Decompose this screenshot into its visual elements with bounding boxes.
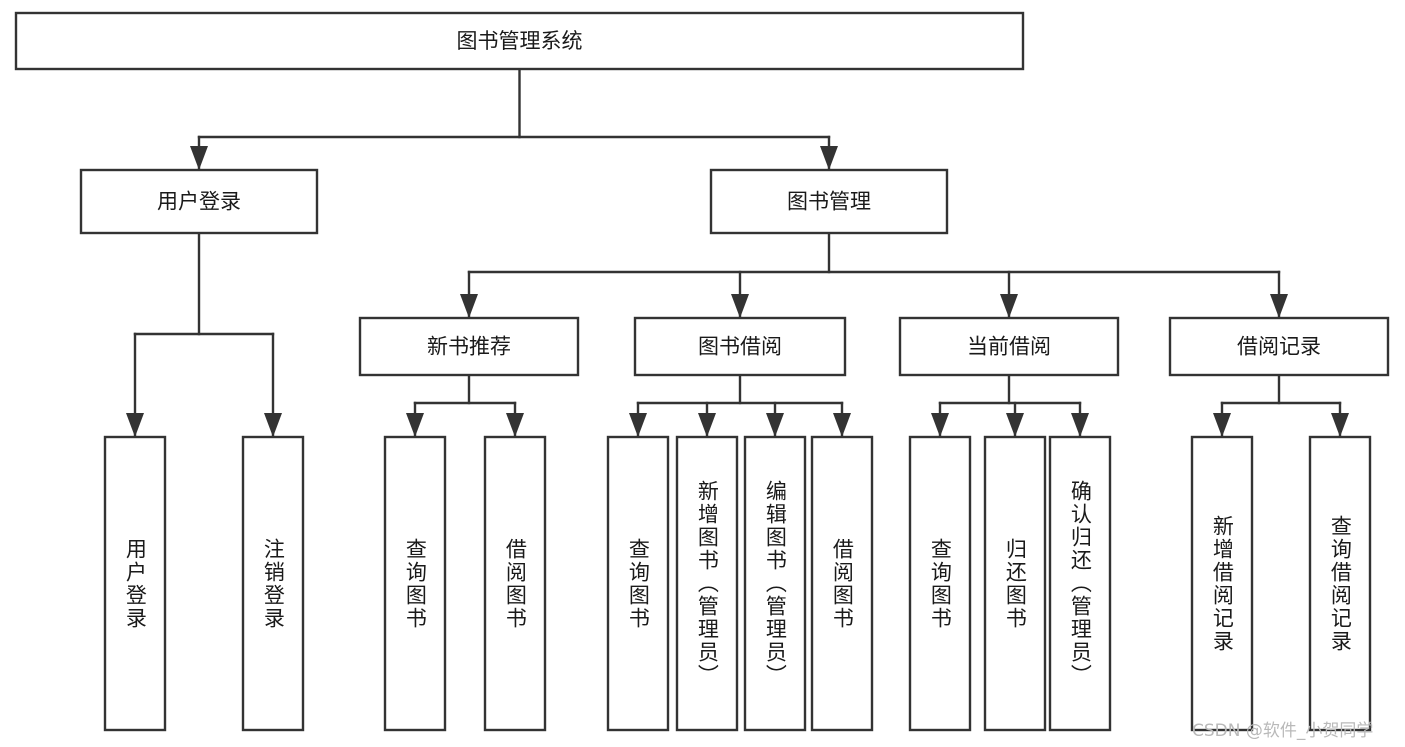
node-box-leaf-query-borrow-record[interactable] [1308, 435, 1372, 732]
node-box-book-borrow[interactable] [633, 316, 847, 377]
node-box-leaf-query-book-current[interactable] [908, 435, 972, 732]
node-box-leaf-user-login[interactable] [103, 435, 167, 732]
conn-current-borrow-arrow-0 [931, 413, 949, 437]
conn-book-mgmt-arrow-3 [1270, 294, 1288, 318]
conn-new-book-recommend-arrow-0 [406, 413, 424, 437]
node-box-leaf-query-book-borrow[interactable] [606, 435, 670, 732]
node-box-book-management[interactable] [709, 168, 949, 235]
node-label-borrow-record: 借阅记录 [1237, 335, 1321, 359]
node-box-leaf-borrow-book-recommend[interactable] [483, 435, 547, 732]
conn-borrow-record-arrow-1 [1331, 413, 1349, 437]
conn-book-borrow-arrow-2 [766, 413, 784, 437]
csdn-watermark: CSDN @软件_小贺同学 [1192, 721, 1374, 741]
node-box-root[interactable] [14, 11, 1025, 71]
node-label-user-login: 用户登录 [157, 190, 241, 214]
node-box-borrow-record[interactable] [1168, 316, 1390, 377]
node-box-leaf-query-book-recommend[interactable] [383, 435, 447, 732]
node-box-layer [14, 11, 1390, 732]
node-box-leaf-user-logout[interactable] [241, 435, 305, 732]
node-box-leaf-add-book[interactable] [675, 435, 739, 732]
node-box-current-borrow[interactable] [898, 316, 1120, 377]
node-label-book-borrow: 图书借阅 [698, 335, 782, 359]
node-box-new-book-recommend[interactable] [358, 316, 580, 377]
connector-layer [126, 67, 1349, 439]
conn-book-mgmt-arrow-0 [460, 294, 478, 318]
node-box-leaf-edit-book[interactable] [743, 435, 807, 732]
conn-book-mgmt-arrow-2 [1000, 294, 1018, 318]
node-box-leaf-return-book[interactable] [983, 435, 1047, 732]
conn-user-login-arrow-1 [264, 413, 282, 437]
node-label-root: 图书管理系统 [457, 29, 583, 53]
conn-book-borrow-arrow-0 [629, 413, 647, 437]
node-label-book-management: 图书管理 [787, 190, 871, 214]
node-box-leaf-add-borrow-record[interactable] [1190, 435, 1254, 732]
conn-book-borrow-arrow-3 [833, 413, 851, 437]
node-label-current-borrow: 当前借阅 [967, 335, 1051, 359]
conn-user-login-arrow-0 [126, 413, 144, 437]
node-box-leaf-borrow-book[interactable] [810, 435, 874, 732]
node-box-leaf-confirm-return[interactable] [1048, 435, 1112, 732]
conn-borrow-record-arrow-0 [1213, 413, 1231, 437]
conn-book-borrow-arrow-1 [698, 413, 716, 437]
conn-current-borrow-arrow-1 [1006, 413, 1024, 437]
conn-current-borrow-arrow-2 [1071, 413, 1089, 437]
conn-new-book-recommend-arrow-1 [506, 413, 524, 437]
conn-root-arrow-1 [820, 146, 838, 170]
conn-book-mgmt-arrow-1 [731, 294, 749, 318]
conn-root-arrow-0 [190, 146, 208, 170]
node-box-user-login[interactable] [79, 168, 319, 235]
node-label-new-book-recommend: 新书推荐 [427, 335, 511, 359]
